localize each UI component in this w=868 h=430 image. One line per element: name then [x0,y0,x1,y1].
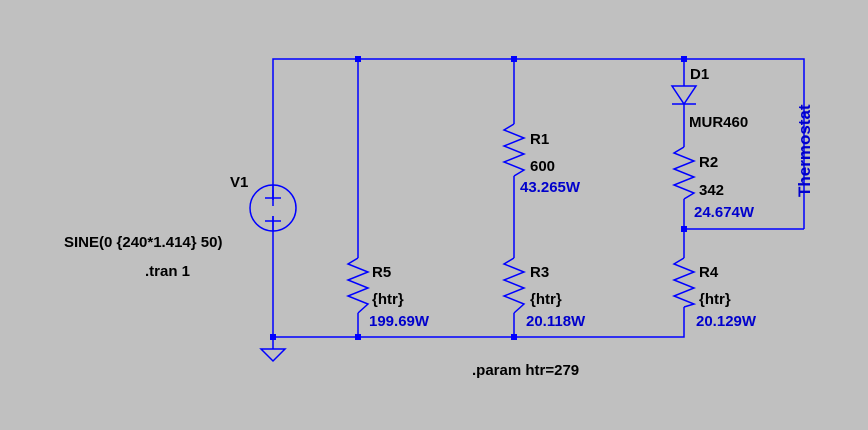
r3-value-label: {htr} [530,291,562,308]
r2-value-label: 342 [699,182,724,199]
junction-dot [355,334,361,340]
resistor-r3-icon[interactable] [501,257,527,314]
r4-power-readout: 20.129W [696,313,757,330]
r2-ref-label: R2 [699,154,718,171]
r3-power-readout: 20.118W [526,313,586,330]
ground-icon[interactable] [259,348,287,363]
diode-icon[interactable] [670,85,698,106]
junctions [270,56,687,340]
resistor-r5-icon[interactable] [345,257,371,314]
resistor-r2-icon[interactable] [671,146,697,200]
r1-power-readout: 43.265W [520,179,581,196]
wire-bottom-rail[interactable] [272,216,685,338]
d1-ref-label: D1 [690,66,709,83]
junction-dot [681,226,687,232]
r1-ref-label: R1 [530,131,549,148]
thermostat-net-label[interactable]: Thermostat [795,104,814,197]
r5-power-readout: 199.69W [369,313,430,330]
tran-directive[interactable]: .tran 1 [145,263,190,280]
junction-dot [511,56,517,62]
resistor-r1-icon[interactable] [501,123,527,177]
junction-dot [270,334,276,340]
r2-power-readout: 24.674W [694,204,755,221]
d1-model-label: MUR460 [689,114,748,131]
r4-value-label: {htr} [699,291,731,308]
r5-value-label: {htr} [372,291,404,308]
r3-ref-label: R3 [530,264,549,281]
param-directive[interactable]: .param htr=279 [472,362,579,379]
junction-dot [681,56,687,62]
v1-ref-label: V1 [230,174,248,191]
r1-value-label: 600 [530,158,555,175]
resistor-r4-icon[interactable] [671,257,697,308]
junction-dot [511,334,517,340]
junction-dot [355,56,361,62]
r4-ref-label: R4 [699,264,719,281]
r5-ref-label: R5 [372,264,391,281]
v1-value-label: SINE(0 {240*1.414} 50) [64,234,222,251]
